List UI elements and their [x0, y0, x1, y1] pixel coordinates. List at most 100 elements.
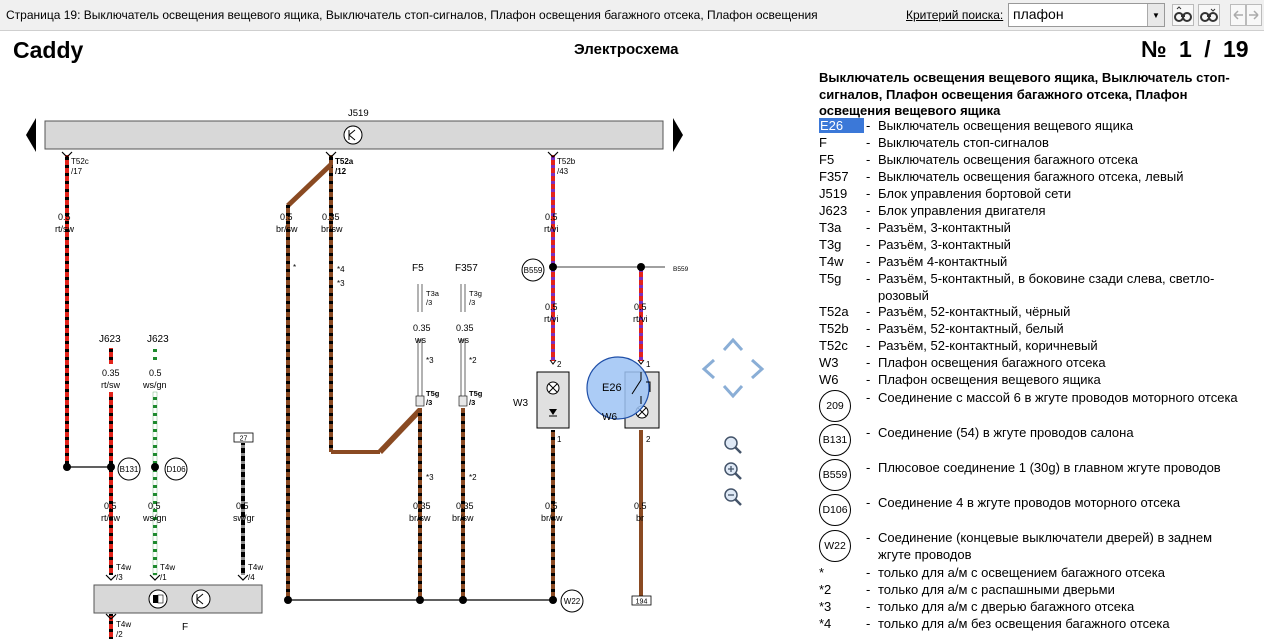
wire-size-label: 0.5	[148, 501, 161, 511]
wire-size-label: 0.5	[545, 501, 558, 511]
legend-row[interactable]: F5-Выключатель освещения багажного отсек…	[819, 152, 1249, 169]
legend-row[interactable]: J623-Блок управления двигателя	[819, 203, 1249, 220]
legend-code: T3g	[819, 237, 842, 252]
legend-dash: -	[866, 495, 871, 510]
t5g-connector-1: T5g /3	[415, 389, 440, 407]
legend-connection-row[interactable]: D106-Соединение 4 в жгуте проводов мотор…	[819, 494, 1249, 529]
scroll-right-arrow-icon[interactable]	[673, 118, 683, 152]
legend-desc: Плафон освещения багажного отсека	[878, 355, 1106, 370]
w3-lamp	[536, 359, 570, 429]
pan-right-icon[interactable]	[750, 358, 765, 380]
arrow-right-icon	[1249, 10, 1259, 20]
legend-row[interactable]: T3g -Разъём, 3-контактный	[819, 237, 1249, 254]
svg-text:/3: /3	[116, 573, 123, 582]
e26-highlight[interactable]	[586, 356, 650, 420]
legend-row[interactable]: T52a-Разъём, 52-контактный, чёрный	[819, 304, 1249, 321]
pin-label: T4w	[116, 620, 131, 629]
junction-dot	[151, 463, 159, 471]
junction-dot	[637, 263, 645, 271]
legend-dash: -	[866, 460, 871, 475]
f5-label: F5	[412, 263, 424, 274]
toolbar: Страница 19: Выключатель освещения вещев…	[0, 0, 1264, 31]
legend-dash: -	[866, 220, 871, 235]
legend-row[interactable]: T52b-Разъём, 52-контактный, белый	[819, 321, 1249, 338]
search-combobox[interactable]: ▼	[1008, 3, 1165, 27]
svg-text:T5g: T5g	[426, 389, 440, 398]
legend-dash: -	[866, 425, 871, 440]
search-input[interactable]	[1009, 4, 1148, 24]
legend-dash: -	[866, 237, 871, 252]
wire-f-pin1	[152, 391, 158, 576]
pan-down-icon[interactable]	[722, 384, 744, 399]
wire-color-label: br/sw	[321, 224, 343, 234]
legend-dash: -	[866, 338, 871, 353]
legend-row[interactable]: T5g-Разъём, 5-контактный, в боковине сза…	[819, 271, 1249, 303]
legend-code: T52b	[819, 321, 849, 336]
junction-dot	[459, 596, 467, 604]
zoom-out-icon[interactable]	[724, 488, 742, 506]
legend-row[interactable]: T52c-Разъём, 52-контактный, коричневый	[819, 338, 1249, 355]
wire-color-label: ws/gn	[142, 380, 167, 390]
legend-desc: Разъём, 52-контактный, коричневый	[878, 338, 1098, 353]
pan-left-icon[interactable]	[701, 358, 716, 380]
zoom-fit-icon[interactable]	[724, 436, 742, 454]
legend-desc: Разъём, 52-контактный, чёрный	[878, 304, 1071, 319]
legend-desc: Соединение (концевые выключатели дверей)…	[878, 530, 1213, 562]
legend-desc: Разъём, 3-контактный	[878, 220, 1011, 235]
search-label: Критерий поиска:	[906, 8, 1004, 22]
wire-size-label: 0.5	[104, 501, 117, 511]
legend-code: T3a	[819, 220, 842, 235]
binoculars-icon	[1174, 6, 1192, 22]
legend-connection-row[interactable]: 209-Соединение с массой 6 в жгуте провод…	[819, 390, 1249, 424]
find-next-button[interactable]	[1198, 4, 1220, 26]
wire-size-label: 0.5	[280, 212, 293, 222]
svg-text:/3: /3	[426, 398, 432, 407]
legend-desc: Блок управления бортовой сети	[878, 186, 1072, 201]
svg-text:27: 27	[240, 436, 248, 443]
legend-row[interactable]: J519-Блок управления бортовой сети	[819, 186, 1249, 203]
wire-color-label: ws	[414, 335, 426, 345]
chevron-down-icon[interactable]: ▼	[1147, 4, 1164, 26]
legend-connection-symbol: B559	[819, 459, 851, 491]
legend-code: E26	[819, 118, 864, 133]
wire-w3-ground	[551, 430, 555, 600]
wire-color-label: sw/gr	[233, 513, 255, 523]
zoom-in-icon[interactable]	[724, 462, 742, 480]
pan-up-icon[interactable]	[722, 337, 744, 352]
wire-color-label: rt/sw	[101, 380, 120, 390]
legend-connection-row[interactable]: W22-Соединение (концевые выключатели две…	[819, 530, 1249, 564]
legend-row[interactable]: W3-Плафон освещения багажного отсека	[819, 355, 1249, 372]
note-marker: *3	[426, 356, 434, 365]
junction-dot	[549, 596, 557, 604]
wire-color-label: br/sw	[541, 513, 563, 523]
svg-text:/17: /17	[71, 167, 83, 176]
legend-desc: Разъём, 3-контактный	[878, 237, 1011, 252]
legend-desc: Выключатель освещения багажного отсека	[878, 152, 1138, 167]
wire-color-label: rt/sw	[55, 224, 74, 234]
legend-row[interactable]: F357-Выключатель освещения багажного отс…	[819, 169, 1249, 186]
legend-row[interactable]: W6-Плафон освещения вещевого ящика	[819, 372, 1249, 389]
wire-f5	[418, 408, 422, 600]
find-prev-button[interactable]	[1172, 4, 1194, 26]
legend-dash: -	[866, 304, 871, 319]
legend-desc: только для а/м с дверью багажного отсека	[878, 599, 1135, 614]
legend-dash: -	[866, 254, 871, 269]
pan-control[interactable]	[701, 337, 765, 399]
scroll-left-arrow-icon[interactable]	[26, 118, 36, 152]
b131-connector: B131	[117, 457, 141, 481]
svg-text:T4w: T4w	[116, 563, 131, 572]
legend-desc: Выключатель освещения багажного отсека, …	[878, 169, 1184, 184]
legend-row[interactable]: F-Выключатель стоп-сигналов	[819, 135, 1249, 152]
page-number: № 1 / 19	[1141, 36, 1249, 62]
legend-connection-row[interactable]: B559-Плюсовое соединение 1 (30g) в главн…	[819, 459, 1249, 494]
nav-forward-button[interactable]	[1246, 4, 1262, 26]
legend-connection-row[interactable]: B131-Соединение (54) в жгуте проводов са…	[819, 424, 1249, 459]
legend-code: *	[819, 565, 825, 580]
nav-back-button[interactable]	[1230, 4, 1246, 26]
legend-code: F5	[819, 152, 835, 167]
legend-row[interactable]: T3a -Разъём, 3-контактный	[819, 220, 1249, 237]
legend-row[interactable]: E26-Выключатель освещения вещевого ящика	[819, 118, 1249, 135]
legend-code: W3	[819, 355, 839, 370]
legend-row[interactable]: T4w-Разъём 4-контактный	[819, 254, 1249, 271]
e26-label: E26	[602, 382, 622, 394]
